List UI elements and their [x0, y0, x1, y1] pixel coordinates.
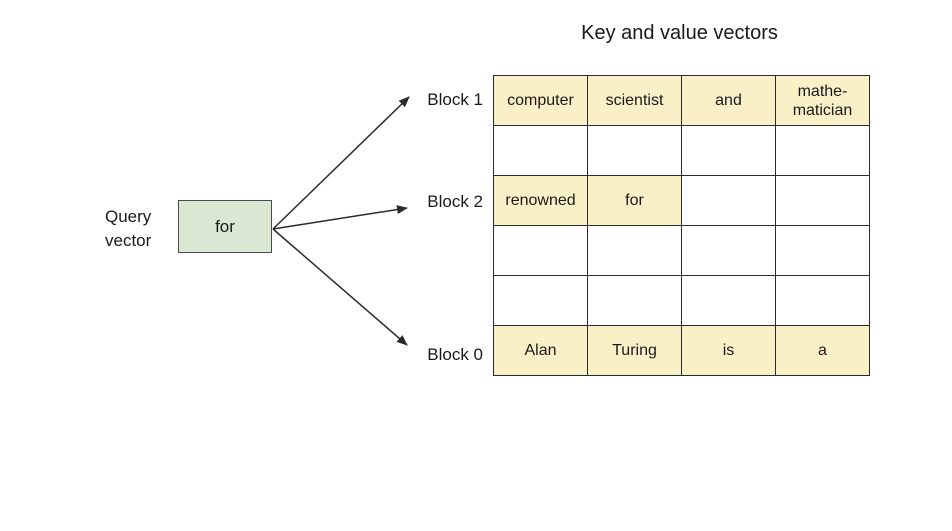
table-row	[493, 275, 870, 326]
table-cell	[587, 225, 682, 276]
table-cell	[493, 125, 588, 176]
query-token: for	[215, 216, 235, 236]
table-cell	[493, 275, 588, 326]
block-0-label: Block 0	[427, 345, 483, 364]
table-row	[493, 225, 870, 276]
arrow-to-block-0	[272, 228, 408, 346]
table-row	[493, 125, 870, 176]
query-vector-box: for	[178, 200, 272, 253]
query-vector-label: Query vector	[105, 207, 152, 250]
table-cell	[775, 275, 870, 326]
table-cell	[587, 125, 682, 176]
table-cell: renowned	[493, 175, 588, 226]
diagram-title: Key and value vectors	[581, 22, 778, 44]
table-cell	[775, 225, 870, 276]
table-cell	[775, 175, 870, 226]
table-cell: Turing	[587, 325, 682, 376]
table-cell: mathe- matician	[775, 75, 870, 126]
block-1-label: Block 1	[427, 90, 483, 109]
table-cell: and	[681, 75, 776, 126]
table-cell: for	[587, 175, 682, 226]
table-cell: a	[775, 325, 870, 376]
table-cell: computer	[493, 75, 588, 126]
table-cell	[681, 225, 776, 276]
table-cell	[681, 175, 776, 226]
table-cell: scientist	[587, 75, 682, 126]
table-cell	[587, 275, 682, 326]
table-cell	[493, 225, 588, 276]
table-cell: is	[681, 325, 776, 376]
table-cell: Alan	[493, 325, 588, 376]
block-2-label: Block 2	[427, 192, 483, 211]
table-cell	[681, 275, 776, 326]
table-cell	[775, 125, 870, 176]
table-cell	[681, 125, 776, 176]
